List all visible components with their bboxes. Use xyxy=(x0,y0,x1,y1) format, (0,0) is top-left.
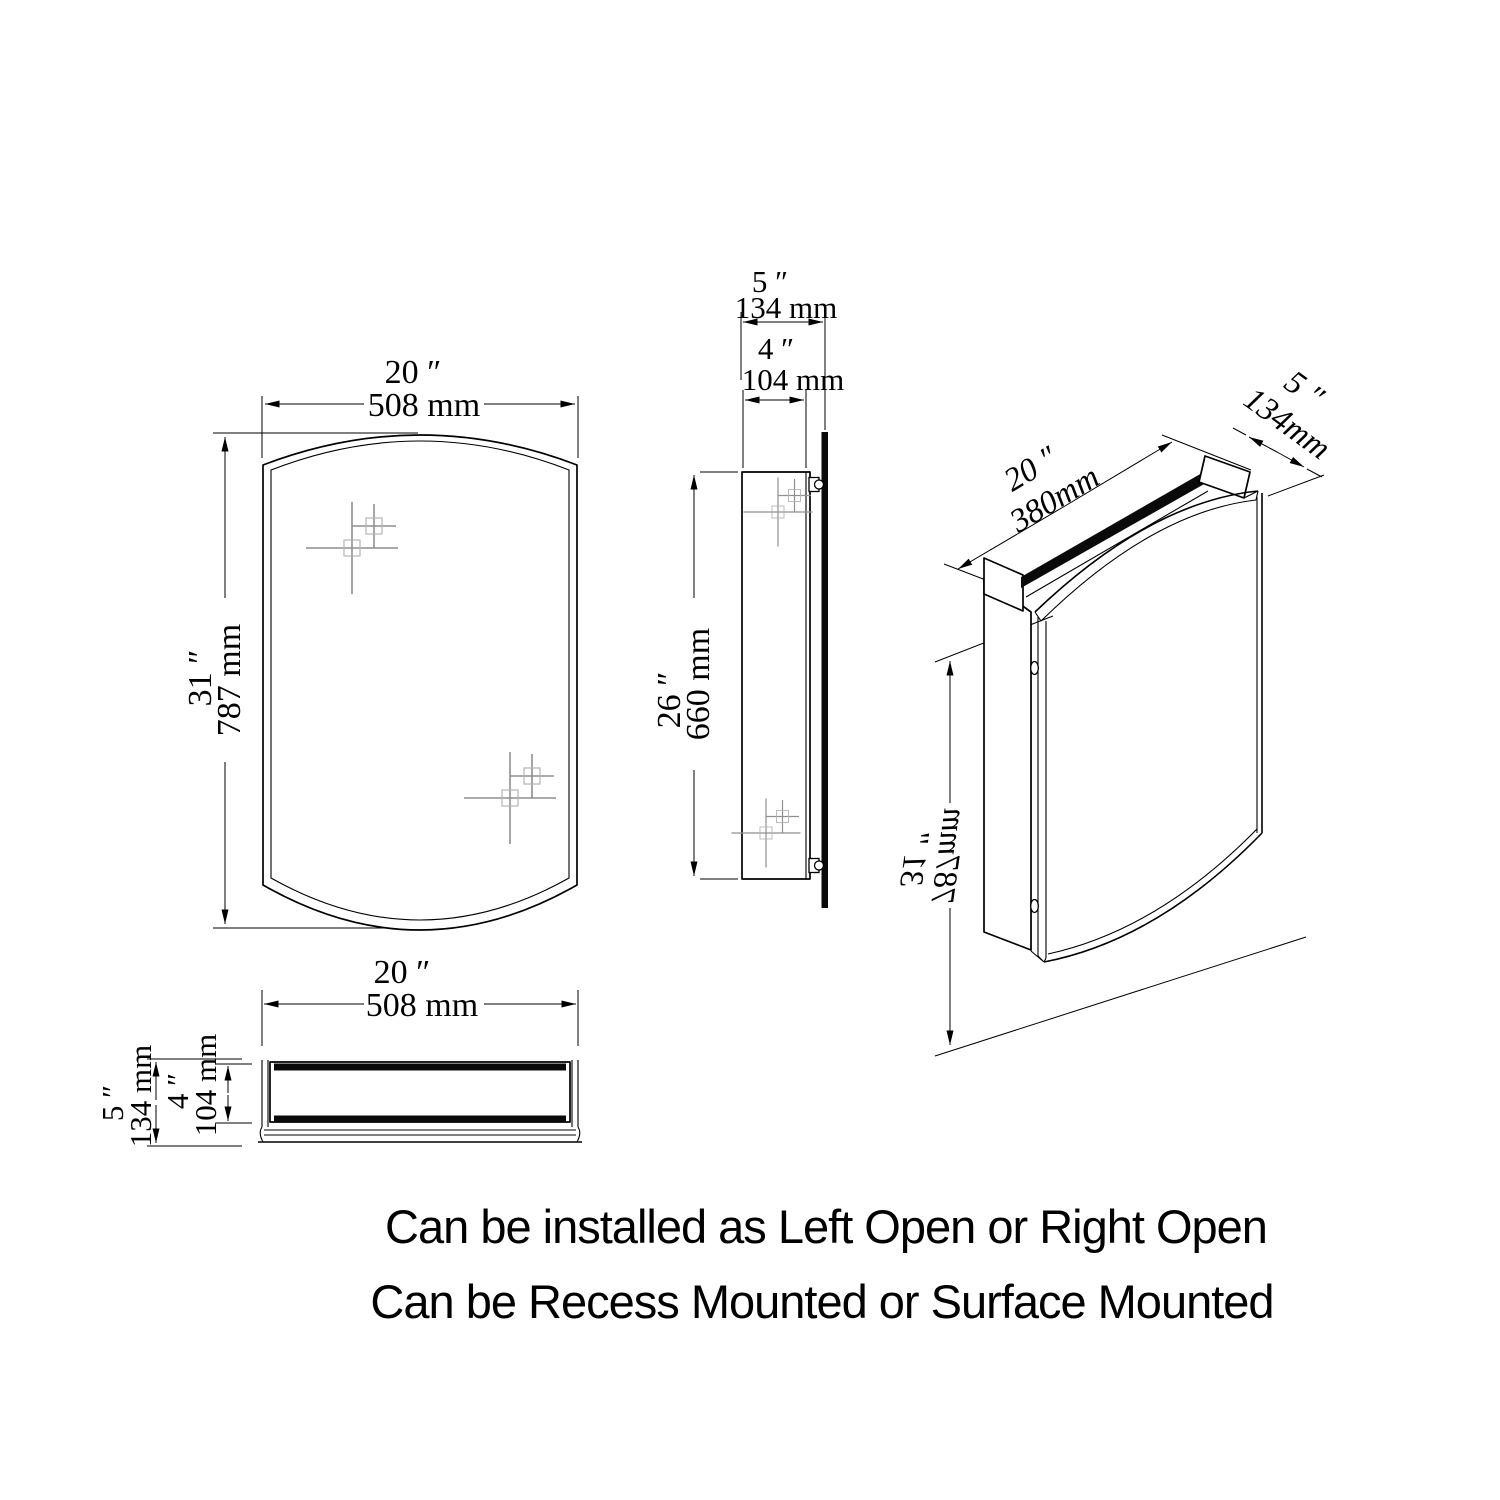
cabinet-side-panel xyxy=(983,577,1032,951)
caption-line-2: Can be Recess Mounted or Surface Mounted xyxy=(370,1275,1273,1328)
bottom-depth-overall-inch-label: 5 ″ xyxy=(95,1085,130,1121)
caption-line-1: Can be installed as Left Open or Right O… xyxy=(385,1200,1267,1253)
bottom-depth-body-mm-label: 104 mm xyxy=(188,1034,223,1136)
front-width-extension-lines xyxy=(261,396,579,458)
side-height-mm-label: 660 mm xyxy=(680,628,717,740)
perspective-height-inch-label: 31 ″ xyxy=(892,828,936,890)
cabinet-plan-outline xyxy=(258,1060,582,1143)
bottom-depth-body-inch-label: 4 ″ xyxy=(160,1073,195,1109)
bottom-width-inch-label: 20 ″ xyxy=(374,954,431,991)
side-depth-body-mm-label: 104 mm xyxy=(742,362,844,397)
side-depth-overall-mm-label: 134 mm xyxy=(735,290,837,325)
perspective-view: 20 ″ 380mm 5 ″ 134mm 31 ″ 787mm xyxy=(892,364,1337,1057)
bottom-depth-overall-mm-label: 134 mm xyxy=(123,1045,158,1147)
bottom-width-mm-label: 508 mm xyxy=(366,987,478,1024)
front-width-inch-label: 20 ″ xyxy=(385,354,442,391)
cabinet-front-inner-border xyxy=(270,440,570,921)
caption: Can be installed as Left Open or Right O… xyxy=(370,1200,1274,1328)
cabinet-front-outline xyxy=(262,434,578,931)
front-height-mm-label: 787 mm xyxy=(211,624,248,736)
hinge-detail xyxy=(808,476,825,874)
cabinet-3d xyxy=(983,455,1263,963)
side-depth-overall-inch-label: 5 ″ xyxy=(752,264,788,299)
side-view: 5 ″ 134 mm 4 ″ 104 mm 26 ″ 660 mm xyxy=(651,264,844,908)
side-height-inch-label: 26 ″ xyxy=(651,672,688,729)
front-height-inch-label: 31 ″ xyxy=(182,650,219,707)
bottom-view: 20 ″ 508 mm 5 ″ 134 mm 4 ″ 104 mm xyxy=(95,954,582,1147)
front-view: 20 ″ 508 mm 31 ″ 787 mm xyxy=(182,354,579,931)
front-width-mm-label: 508 mm xyxy=(368,387,480,424)
side-depth-body-inch-label: 4 ″ xyxy=(758,331,794,366)
hinge-detail xyxy=(1030,660,1039,914)
perspective-height-mm-label: 787mm xyxy=(923,806,972,907)
cabinet-side-mirror-door xyxy=(821,432,828,908)
cabinet-side-body xyxy=(741,471,811,880)
